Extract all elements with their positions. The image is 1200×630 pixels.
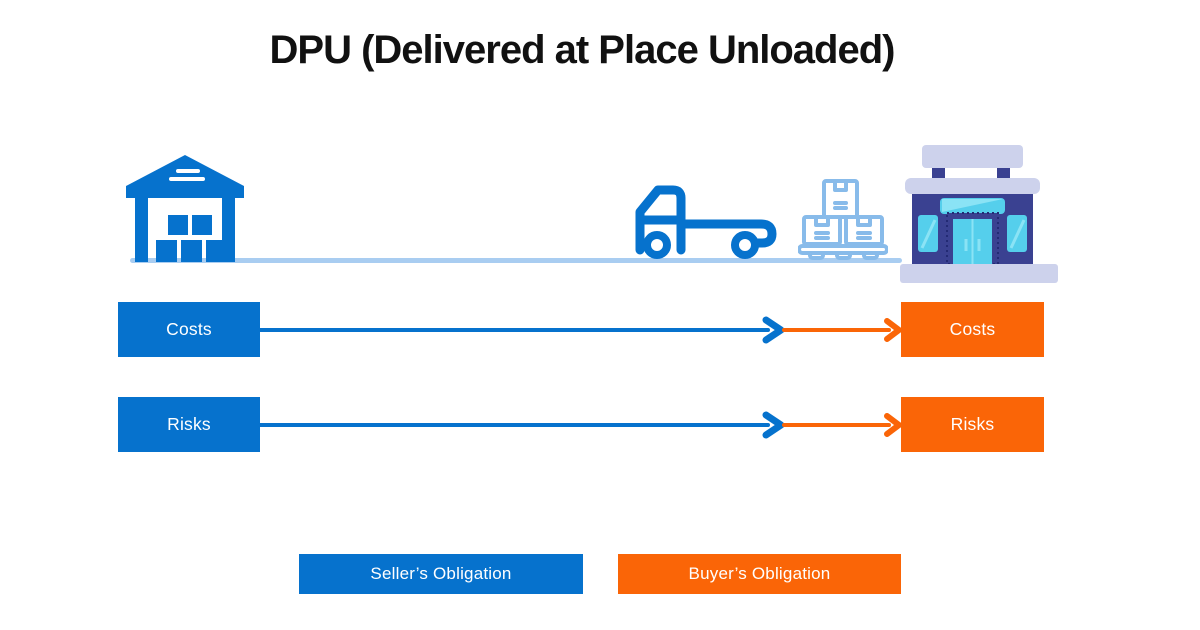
- pallet-boxes-icon: [798, 178, 888, 263]
- costs-seller-arrowhead: [762, 316, 785, 344]
- truck-icon: [630, 182, 780, 260]
- risks-seller-box: Risks: [118, 397, 260, 452]
- costs-transfer-arrow: [260, 315, 901, 345]
- risks-seller-arrowhead: [762, 411, 785, 439]
- ground-line: [130, 258, 902, 263]
- costs-seller-label: Costs: [166, 319, 212, 339]
- page-title: DPU (Delivered at Place Unloaded): [269, 28, 896, 72]
- legend-seller-label: Seller’s Obligation: [370, 564, 512, 583]
- legend-seller-obligation: Seller’s Obligation: [299, 554, 583, 594]
- store-icon: [900, 141, 1058, 283]
- costs-buyer-box: Costs: [901, 302, 1044, 357]
- risks-seller-label: Risks: [167, 414, 211, 434]
- risks-buyer-box: Risks: [901, 397, 1044, 452]
- legend-buyer-obligation: Buyer’s Obligation: [618, 554, 901, 594]
- costs-buyer-label: Costs: [949, 319, 996, 339]
- costs-seller-box: Costs: [118, 302, 260, 357]
- risks-transfer-arrow: [260, 410, 901, 440]
- warehouse-icon: [126, 152, 244, 262]
- costs-buyer-arrowhead: [884, 318, 901, 342]
- risks-buyer-label: Risks: [950, 414, 995, 434]
- risks-buyer-arrowhead: [884, 413, 901, 437]
- legend-buyer-label: Buyer’s Obligation: [688, 564, 831, 583]
